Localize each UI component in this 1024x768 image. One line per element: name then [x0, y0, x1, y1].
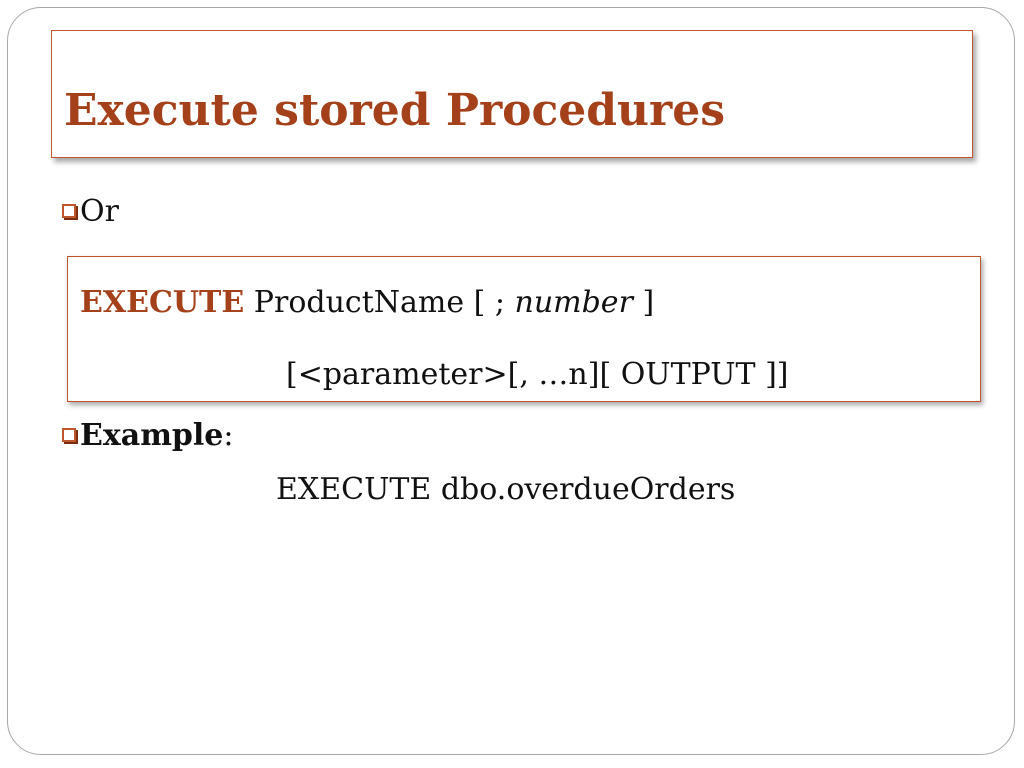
example-label: Example [80, 418, 224, 453]
slide-title: Execute stored Procedures [64, 85, 725, 136]
bullet-or-text: Or [80, 194, 119, 229]
syntax-close-bracket: ] [632, 285, 655, 320]
syntax-line-2: [<parameter>[, …n][ OUTPUT ]] [286, 357, 789, 392]
bullet-or: Or [62, 192, 119, 232]
example-colon: : [223, 418, 234, 453]
bullet-example: Example: [62, 416, 234, 456]
execute-keyword: EXECUTE [80, 285, 245, 320]
example-code: EXECUTE dbo.overdueOrders [276, 472, 736, 507]
syntax-line-1: EXECUTE ProductName [ ; number ] [80, 283, 654, 323]
title-box: Execute stored Procedures [51, 30, 973, 158]
square-bullet-icon [62, 204, 76, 218]
syntax-proc-name: ProductName [ ; [244, 285, 515, 320]
syntax-number: number [514, 285, 633, 320]
syntax-box: EXECUTE ProductName [ ; number ] [<param… [67, 256, 981, 402]
square-bullet-icon [62, 428, 76, 442]
